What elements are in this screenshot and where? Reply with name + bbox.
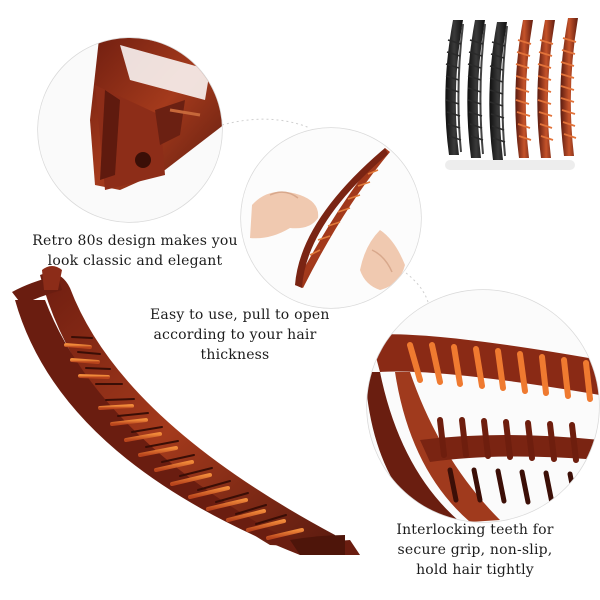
- caption-line: hold hair tightly: [416, 562, 534, 578]
- brown-clip: [560, 18, 578, 156]
- brown-clip: [515, 20, 533, 158]
- black-clip: [445, 20, 464, 155]
- caption-line: thickness: [200, 347, 270, 363]
- caption-line: according to your hair: [153, 327, 317, 343]
- clip-teeth: [58, 328, 304, 540]
- retro-design-caption: Retro 80s design makes you look classic …: [30, 231, 240, 271]
- clip-reflection: [445, 160, 575, 170]
- teeth-closeup: [366, 289, 600, 523]
- caption-line: Retro 80s design makes you: [32, 233, 238, 249]
- easy-to-use-caption: Easy to use, pull to open according to y…: [150, 305, 330, 365]
- caption-line: look classic and elegant: [47, 253, 223, 269]
- hands-opening-closeup: [240, 127, 422, 309]
- caption-line: Interlocking teeth for: [396, 522, 554, 538]
- black-clip: [489, 22, 508, 160]
- caption-line: Easy to use, pull to open: [150, 307, 330, 323]
- black-clip: [467, 20, 486, 158]
- hinge-closeup: [37, 37, 223, 223]
- interlocking-teeth-caption: Interlocking teeth for secure grip, non-…: [375, 520, 575, 580]
- clip-set: [445, 18, 578, 170]
- brown-clip: [537, 20, 555, 158]
- large-banana-clip: [12, 266, 360, 555]
- caption-line: secure grip, non-slip,: [397, 542, 553, 558]
